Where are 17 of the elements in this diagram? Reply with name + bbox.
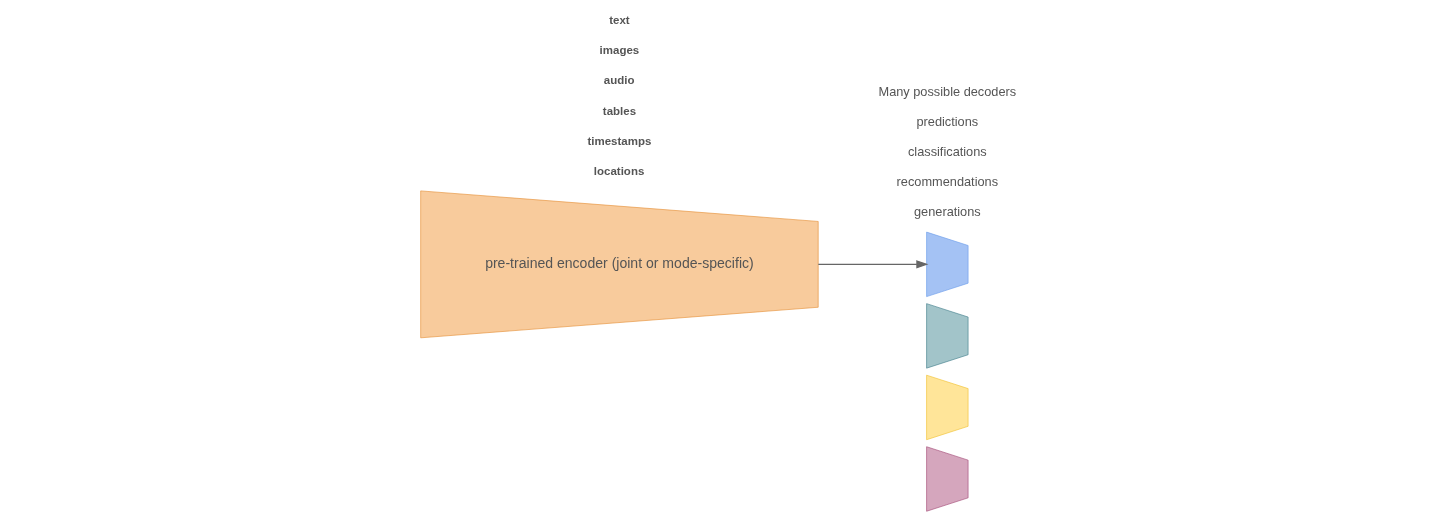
label: images [599, 44, 639, 57]
node-trapezoid [925, 231, 968, 297]
node-trapezoid [925, 374, 968, 440]
node-trapezoid [925, 303, 968, 369]
label: recommendations [896, 174, 998, 190]
label: text [608, 14, 630, 27]
node-box: pre-trained encoder (joint or mode-specific) [419, 190, 819, 339]
node-trapezoid [925, 446, 968, 512]
label: generations [913, 204, 981, 220]
label: audio [603, 74, 634, 87]
label: predictions [915, 114, 978, 130]
label: classifications [907, 144, 987, 160]
label: timestamps [586, 134, 651, 147]
label: locations [593, 164, 644, 177]
arrow [817, 260, 928, 269]
label: Many possible decoders [878, 84, 1016, 100]
label: tables [602, 104, 636, 117]
